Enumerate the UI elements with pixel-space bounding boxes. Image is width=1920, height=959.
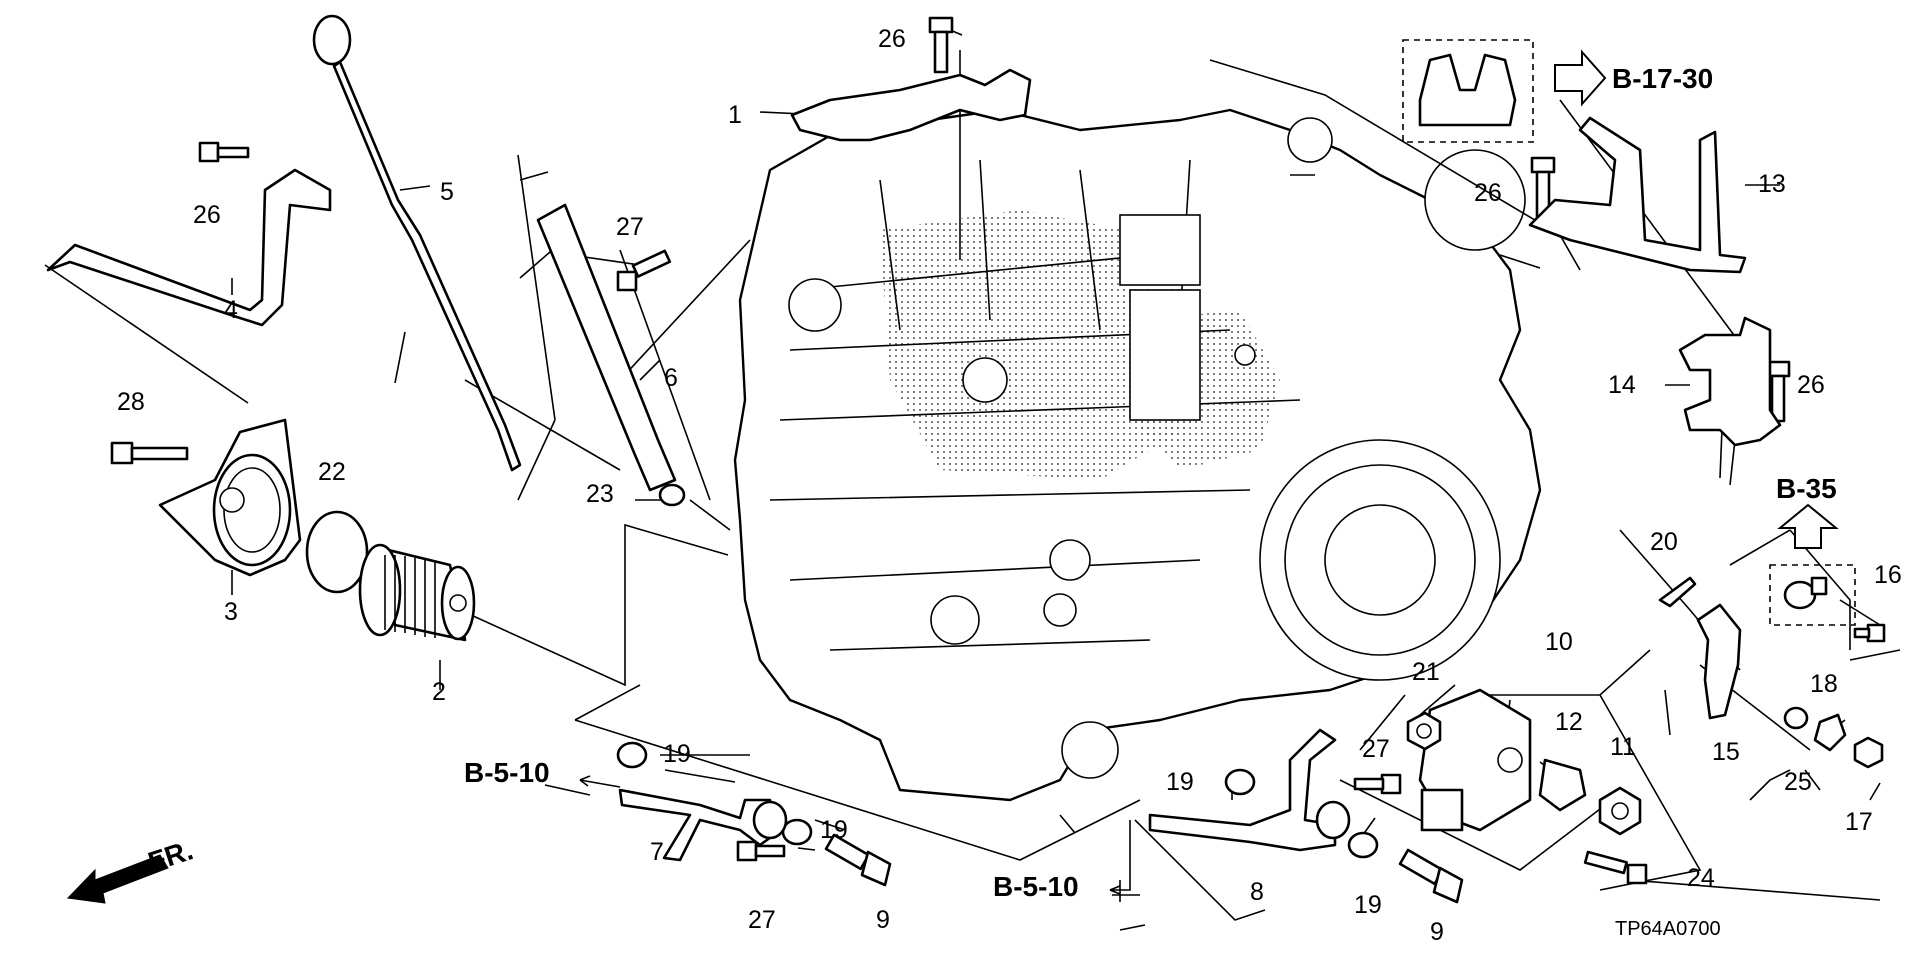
- clip-20-icon: [1658, 576, 1697, 608]
- clip-reference-box: [1402, 39, 1534, 143]
- reference-b5-10-bottom: B-5-10: [993, 871, 1079, 902]
- leader-lines: [44, 29, 1901, 931]
- callout-26-left: 26: [193, 201, 221, 229]
- callout-22: 22: [318, 458, 346, 486]
- bolt-16-icon: [1853, 623, 1886, 643]
- callout-17: 17: [1845, 808, 1873, 836]
- o-ring-23-icon: [658, 483, 686, 507]
- callout-9-right: 9: [1430, 918, 1444, 946]
- callout-8: 8: [1250, 878, 1264, 906]
- callout-2: 2: [432, 678, 446, 706]
- reference-b35: B-35: [1776, 473, 1837, 504]
- bracket-13-icon: [1528, 116, 1747, 274]
- nut-11-icon: [1598, 786, 1642, 836]
- callout-5: 5: [440, 178, 454, 206]
- breather-tube-4-icon: [46, 168, 332, 327]
- callout-14: 14: [1608, 371, 1636, 399]
- callout-27-top: 27: [616, 213, 644, 241]
- washer-19-b-icon: [781, 818, 813, 846]
- callout-6: 6: [664, 364, 678, 392]
- atf-pipe-7-icon: [618, 788, 780, 862]
- callout-1: 1: [728, 101, 742, 129]
- dipstick-5-icon: [312, 14, 522, 472]
- transmission-case: [733, 108, 1542, 802]
- nut-17-icon: [1853, 736, 1884, 769]
- bolt-27-left-icon: [736, 840, 786, 862]
- bracket-14-icon: [1678, 316, 1782, 447]
- banjo-bolt-9-left-icon: [824, 833, 892, 887]
- bolt-24-icon: [1583, 850, 1648, 885]
- callout-27-left: 27: [748, 906, 776, 934]
- front-indicator: FR.: [144, 834, 196, 877]
- callout-7: 7: [650, 838, 664, 866]
- callout-19-c: 19: [1166, 768, 1194, 796]
- arrow-to-b5-10-left-icon: [579, 775, 621, 788]
- callout-4: 4: [224, 296, 238, 324]
- callout-10: 10: [1545, 628, 1573, 656]
- bolt-27-center-icon: [1353, 773, 1402, 795]
- callout-18: 18: [1810, 670, 1838, 698]
- callout-15: 15: [1712, 738, 1740, 766]
- bracket-1-icon: [790, 68, 1032, 142]
- callout-23: 23: [586, 480, 614, 508]
- callout-26-right-lower: 26: [1797, 371, 1825, 399]
- filter-cover-3-icon: [158, 418, 302, 577]
- reference-b5-10-left: B-5-10: [464, 757, 550, 788]
- plug-reference-box: [1769, 564, 1856, 626]
- clip-18-icon: [1813, 713, 1847, 752]
- washer-19-d-icon: [1347, 831, 1379, 859]
- callout-9-left: 9: [876, 906, 890, 934]
- arrow-to-b5-10-bottom-icon: [1109, 820, 1131, 895]
- callout-21: 21: [1412, 658, 1440, 686]
- o-ring-22-icon: [305, 510, 369, 594]
- arrow-to-b17-30-icon: [1554, 49, 1607, 107]
- atf-pipe-8-icon: [1148, 728, 1337, 852]
- callout-25: 25: [1784, 768, 1812, 796]
- bolt-26-left-icon: [198, 141, 250, 163]
- callout-11: 11: [1610, 733, 1636, 761]
- front-arrow-icon: [66, 854, 169, 904]
- arrow-to-b35-icon: [1777, 503, 1839, 549]
- callout-28: 28: [117, 388, 145, 416]
- atf-pipe-7-eye-icon: [752, 800, 788, 840]
- lock-washer-12-icon: [1538, 758, 1587, 812]
- washer-25-icon: [1783, 706, 1809, 730]
- washer-19-a-icon: [616, 741, 648, 769]
- callout-labels: 1 2 3 4 5 6 7 8 9 9 10 11 12 13 14 15 16…: [117, 25, 1902, 946]
- callout-27-center: 27: [1362, 735, 1390, 763]
- dipstick-tube-6-icon: [536, 203, 677, 492]
- bolt-26-top-icon: [928, 16, 954, 74]
- callout-19-a: 19: [663, 740, 691, 768]
- callout-16: 16: [1874, 561, 1902, 589]
- callout-12: 12: [1555, 708, 1583, 736]
- nut-21-icon: [1406, 711, 1442, 751]
- banjo-bolt-9-right-icon: [1398, 848, 1464, 904]
- callout-19-b: 19: [820, 816, 848, 844]
- bracket-15-icon: [1696, 603, 1742, 720]
- callout-20: 20: [1650, 528, 1678, 556]
- callout-26-top: 26: [878, 25, 906, 53]
- bolt-26-right-upper-icon: [1530, 156, 1556, 219]
- diagram-code: TP64A0700: [1615, 918, 1721, 940]
- reference-b17-30: B-17-30: [1612, 63, 1713, 94]
- atf-pipe-8-eye-icon: [1315, 800, 1351, 840]
- atf-filter-2-icon: [358, 543, 476, 642]
- callout-24: 24: [1687, 864, 1715, 892]
- bolt-28-icon: [110, 441, 189, 465]
- callout-13: 13: [1758, 170, 1786, 198]
- callout-26-right-upper: 26: [1474, 179, 1502, 207]
- callout-3: 3: [224, 598, 238, 626]
- range-switch-10-icon: [1418, 688, 1532, 832]
- bolt-27-top-icon: [616, 249, 672, 292]
- washer-19-c-icon: [1224, 768, 1256, 796]
- callout-19-d: 19: [1354, 891, 1382, 919]
